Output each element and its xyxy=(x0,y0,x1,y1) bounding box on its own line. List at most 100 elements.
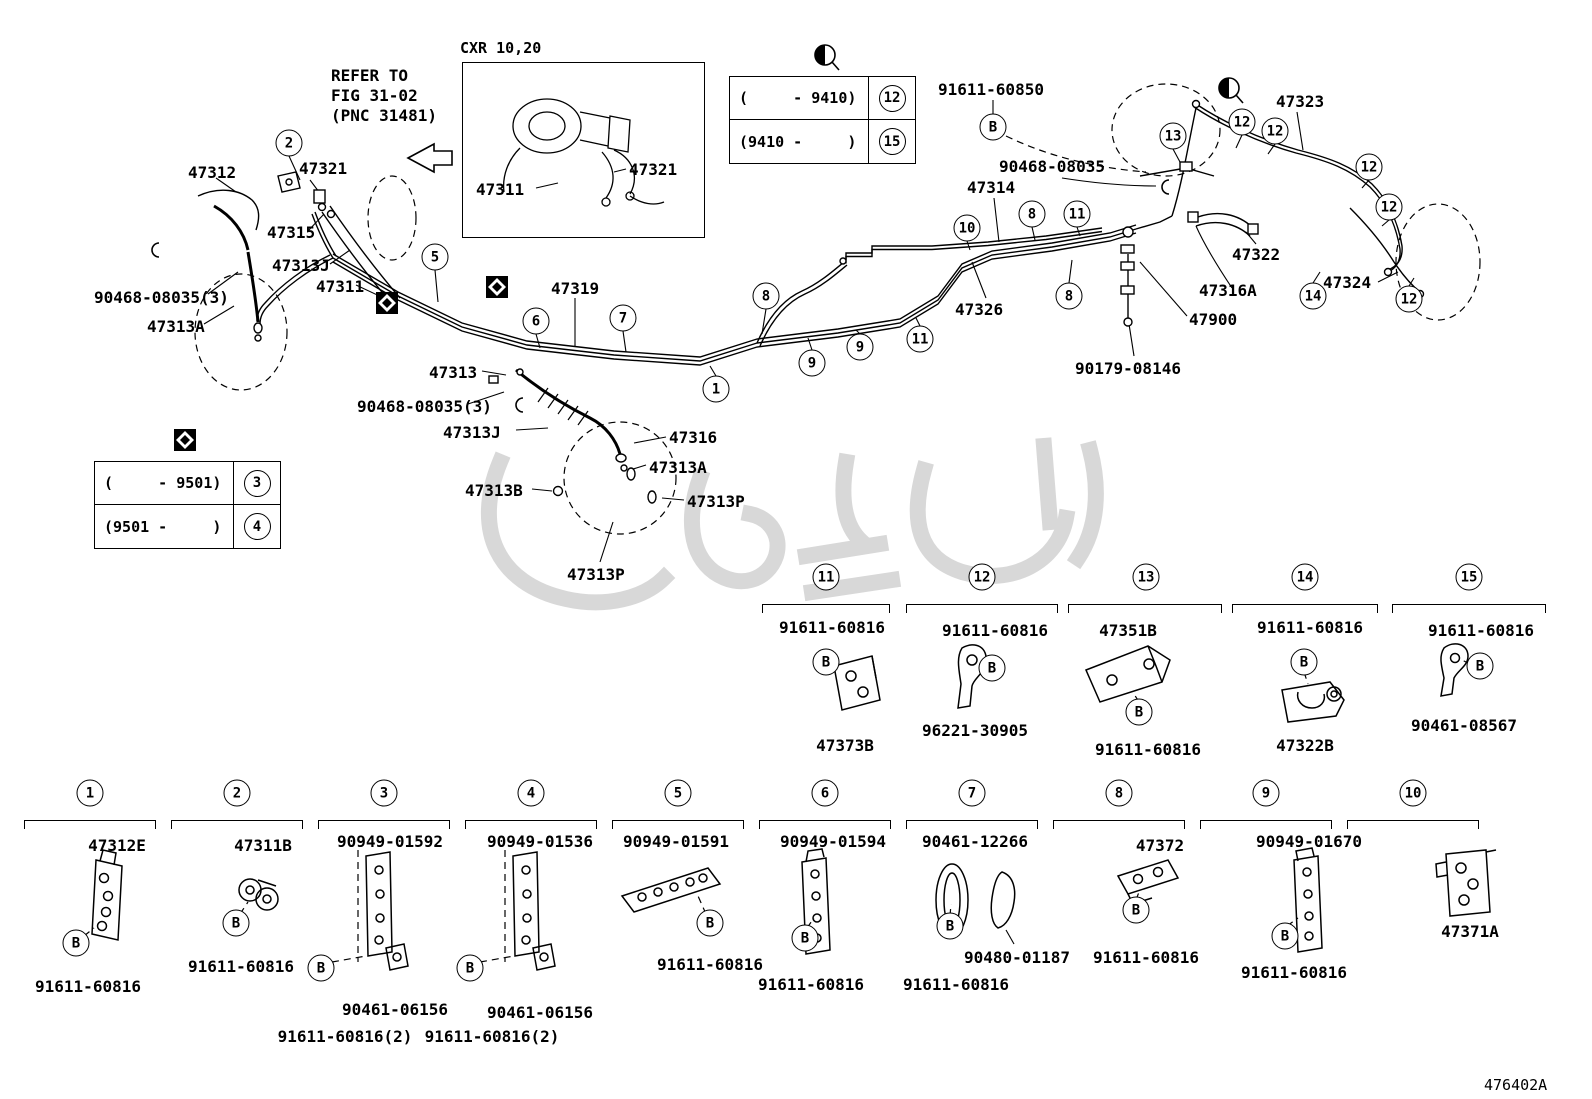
legend-bracket xyxy=(1232,604,1378,613)
part-label-47313a-b: 47313A xyxy=(649,458,707,477)
legend-label: 90949-01670 xyxy=(1256,832,1362,851)
callout-11b: 11 xyxy=(1063,200,1091,228)
callout-14: 14 xyxy=(1299,282,1327,310)
part-label-91611-60850: 91611-60850 xyxy=(938,80,1044,99)
inset-part-47321: 47321 xyxy=(629,160,678,179)
legend-bracket xyxy=(1068,604,1222,613)
diamond-icons xyxy=(174,276,508,451)
part-label-90468-08035-right: 90468-08035 xyxy=(999,157,1105,176)
part-label-47313a: 47313A xyxy=(147,317,205,336)
table-row: (9501 - ) 4 xyxy=(95,505,280,548)
badge-cell: 3 xyxy=(233,462,280,504)
part-label-90468-08035-mid: 90468-08035(3) xyxy=(357,397,492,416)
half-circle-icons xyxy=(814,44,1244,104)
variant-table-top: ( - 9410) 12 (9410 - ) 15 xyxy=(729,76,916,164)
legend-callout-15: 15 xyxy=(1455,563,1483,591)
callout-11: 11 xyxy=(906,325,934,353)
legend-bracket xyxy=(1200,820,1332,829)
legend-callout-b: B xyxy=(812,648,840,676)
legend-callout-b: B xyxy=(936,912,964,940)
callout-10: 10 xyxy=(953,214,981,242)
variant-table-left: ( - 9501) 3 (9501 - ) 4 xyxy=(94,461,281,549)
legend-callout-9: 9 xyxy=(1252,779,1280,807)
legend-label: 90461-06156 xyxy=(342,1000,448,1019)
legend-label: 91611-60816 xyxy=(1241,963,1347,982)
legend-label: 91611-60816 xyxy=(1428,621,1534,640)
legend-label: 90461-12266 xyxy=(922,832,1028,851)
callout-badge: 15 xyxy=(878,128,906,155)
part-label-47315: 47315 xyxy=(267,223,316,242)
legend-label: 90461-06156 xyxy=(487,1003,593,1022)
legend-bracket xyxy=(465,820,597,829)
legend-label: 47372 xyxy=(1135,836,1185,855)
legend-label: 91611-60816 xyxy=(188,957,294,976)
legend-callout-b: B xyxy=(62,929,90,957)
legend-callout-b: B xyxy=(1271,922,1299,950)
legend-label: 91611-60816 xyxy=(657,955,763,974)
legend-callout-3: 3 xyxy=(370,779,398,807)
legend-bracket xyxy=(906,820,1038,829)
part-label-47312: 47312 xyxy=(188,163,237,182)
legend-callout-12: 12 xyxy=(968,563,996,591)
part-label-47323: 47323 xyxy=(1276,92,1325,111)
part-label-47313p: 47313P xyxy=(687,492,745,511)
legend-callout-b: B xyxy=(791,924,819,952)
callout-13: 13 xyxy=(1159,122,1187,150)
legend-label: 91611-60816 xyxy=(1257,618,1363,637)
legend-label: 90949-01592 xyxy=(337,832,443,851)
hose-lines xyxy=(213,204,622,455)
legend-label: 47312E xyxy=(88,836,146,855)
date-range: (9501 - ) xyxy=(104,517,222,536)
callout-12: 12 xyxy=(1228,108,1256,136)
part-label-90179-08146: 90179-08146 xyxy=(1075,359,1181,378)
clip-symbols xyxy=(151,179,1170,413)
part-label-90468-08035-left: 90468-08035(3) xyxy=(94,288,229,307)
part-label-47319: 47319 xyxy=(551,279,600,298)
legend-label: 91611-60816 xyxy=(1095,740,1201,759)
table-row: ( - 9501) 3 xyxy=(95,462,280,505)
legend-bracket xyxy=(762,604,890,613)
legend-label: 91611-60816 xyxy=(779,618,885,637)
date-range: ( - 9410) xyxy=(739,89,857,107)
callout-12e: 12 xyxy=(1395,285,1423,313)
leader-lines xyxy=(203,100,1415,563)
legend-callout-b: B xyxy=(696,909,724,937)
part-label-47321: 47321 xyxy=(299,159,348,178)
legend-callout-b: B xyxy=(978,654,1006,682)
badge-cell: 15 xyxy=(868,120,915,163)
legend-label: 91611-60816(2) xyxy=(424,1027,560,1046)
legend-callout-7: 7 xyxy=(958,779,986,807)
part-label-47313p-b: 47313P xyxy=(567,565,625,584)
inset-detail-box xyxy=(462,62,705,238)
legend-label: 90480-01187 xyxy=(964,948,1070,967)
part-label-47313: 47313 xyxy=(429,363,478,382)
legend-callout-13: 13 xyxy=(1132,563,1160,591)
legend-callout-1: 1 xyxy=(76,779,104,807)
part-label-47316: 47316 xyxy=(669,428,718,447)
part-label-47316a: 47316A xyxy=(1199,281,1257,300)
legend-callout-14: 14 xyxy=(1291,563,1319,591)
legend-callout-b: B xyxy=(1290,648,1318,676)
callout-2: 2 xyxy=(275,129,303,157)
date-range: ( - 9501) xyxy=(104,474,222,492)
legend-label: 90949-01594 xyxy=(780,832,886,851)
part-label-47313b: 47313B xyxy=(465,481,523,500)
legend-bracket xyxy=(906,604,1058,613)
legend-label: 91611-60816 xyxy=(903,975,1009,994)
legend-bracket xyxy=(612,820,744,829)
callout-6: 6 xyxy=(522,307,550,335)
legend-callout-5: 5 xyxy=(664,779,692,807)
callout-12d: 12 xyxy=(1375,193,1403,221)
part-label-47314: 47314 xyxy=(967,178,1016,197)
figure-code: 476402A xyxy=(1484,1076,1548,1094)
part-label-47313j: 47313J xyxy=(272,256,330,275)
legend-label: 90949-01536 xyxy=(487,832,593,851)
legend-label: 90461-08567 xyxy=(1411,716,1517,735)
pointer-arrow-icon xyxy=(406,142,453,174)
legend-callout-11: 11 xyxy=(812,563,840,591)
legend-bracket xyxy=(171,820,303,829)
legend-callout-b: B xyxy=(1125,698,1153,726)
legend-part-sketches xyxy=(91,643,1497,971)
legend-callout-b: B xyxy=(222,909,250,937)
